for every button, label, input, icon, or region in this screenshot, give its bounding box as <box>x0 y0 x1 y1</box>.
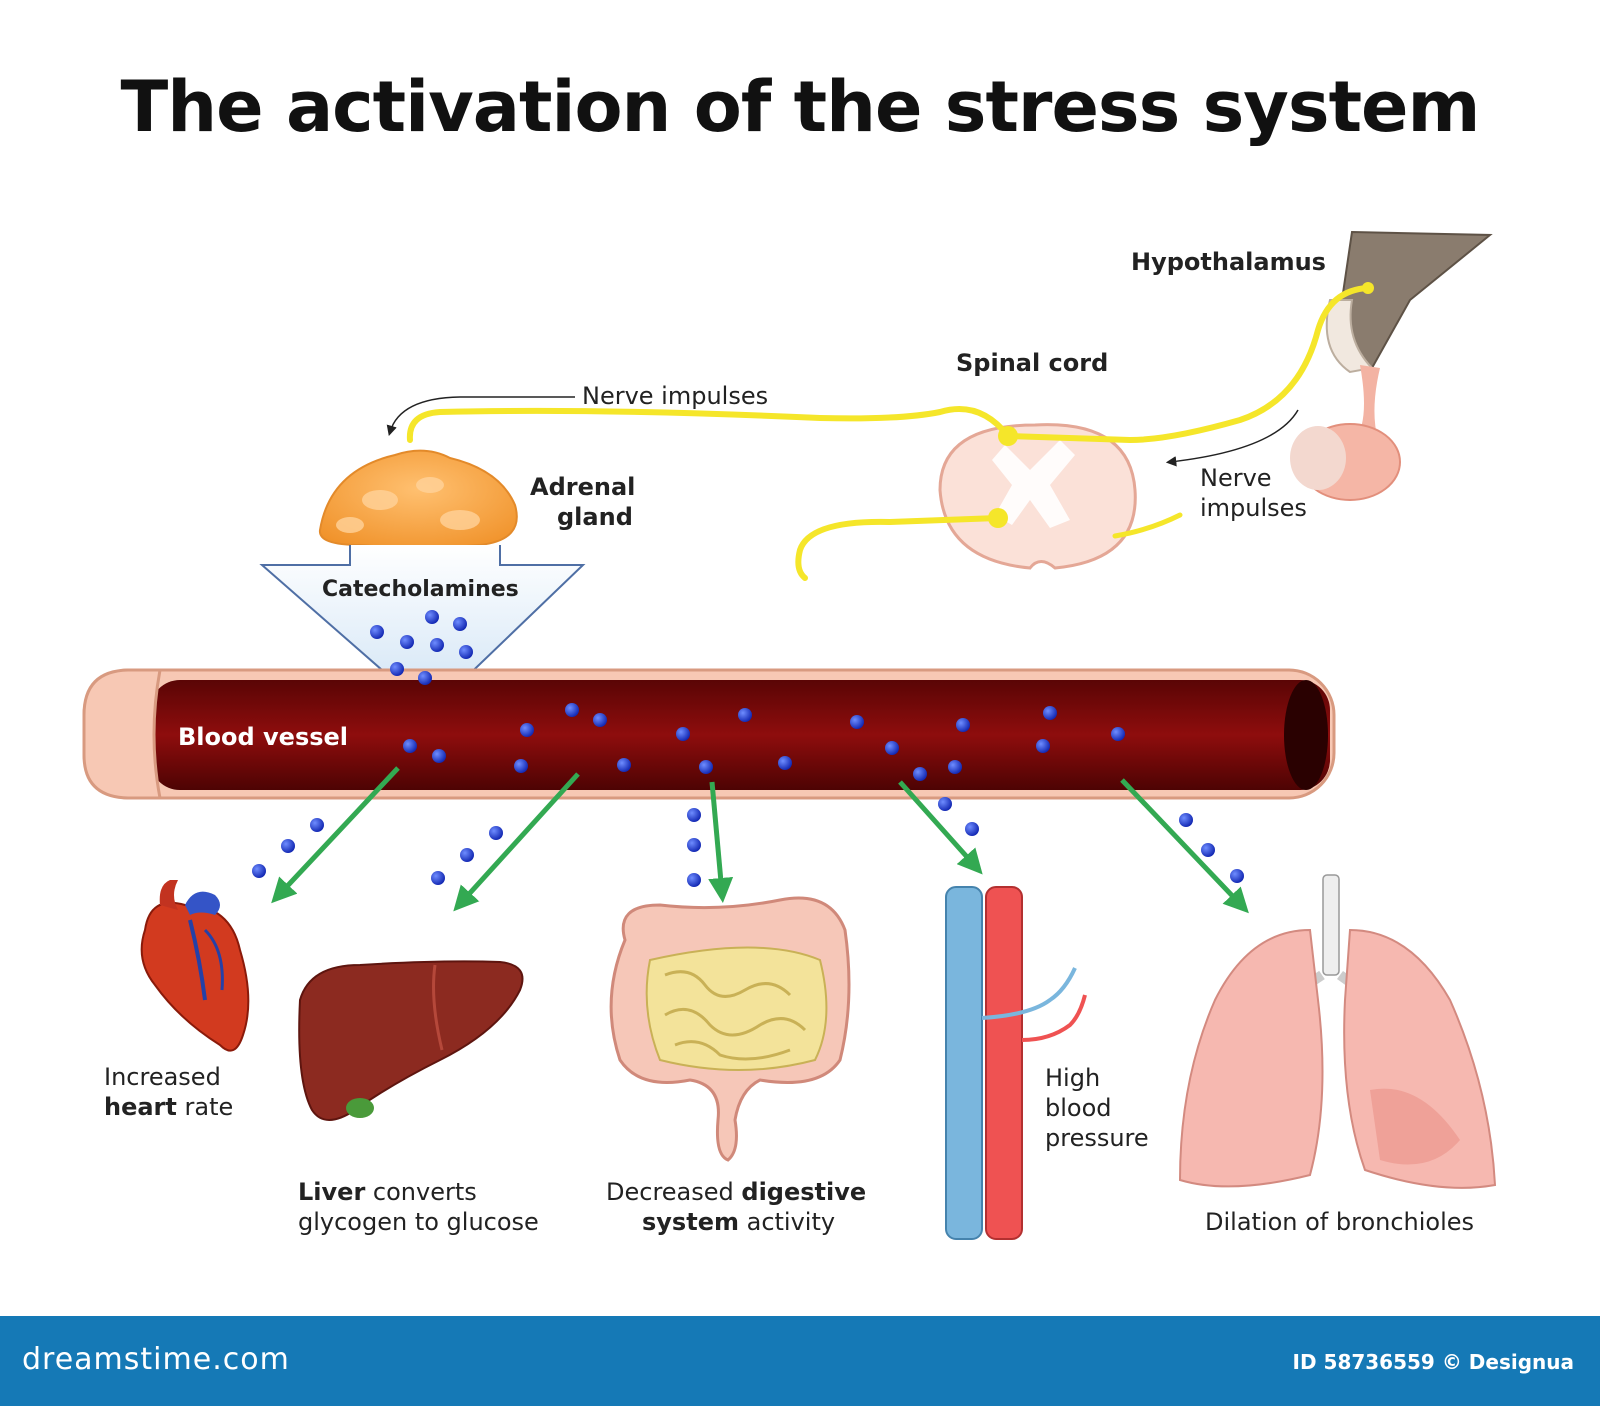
effect-arrows <box>271 766 1249 914</box>
intestine-illustration <box>609 896 851 1162</box>
blood-vessel-illustration <box>82 668 1336 800</box>
synapse-upper <box>998 426 1018 446</box>
spinal-cord-label: Spinal cord <box>956 349 1109 377</box>
nerve-impulse-arrow-top <box>386 396 575 437</box>
pressure-effect-line1: High <box>1045 1064 1101 1092</box>
heart-illustration <box>140 880 250 1052</box>
hypothalamus-label: Hypothalamus <box>1131 248 1326 276</box>
heart-effect-line2: heart rate <box>104 1093 234 1121</box>
liver-effect-line2: glycogen to glucose <box>298 1208 539 1236</box>
hypothalamus-illustration <box>1290 230 1493 501</box>
footer-image-id: ID 58736559 © Designua <box>1292 1350 1574 1374</box>
footer-site-name: dreamstime.com <box>22 1342 290 1377</box>
nerve-fibres <box>406 285 1371 581</box>
synapse-lower <box>988 508 1008 528</box>
nerve-impulse-arrow-right <box>1165 409 1299 467</box>
lungs-effect-label: Dilation of bronchioles <box>1205 1208 1475 1236</box>
catecholamines-label: Catecholamines <box>322 577 519 602</box>
blood-vessel-label: Blood vessel <box>178 723 349 751</box>
heart-effect-line1: Increased <box>104 1063 221 1091</box>
nerve-impulses-right-label-1: Nerve <box>1200 464 1272 492</box>
page-title: The activation of the stress system <box>120 66 1481 148</box>
artery-vein-illustration <box>945 886 1087 1240</box>
lungs-illustration <box>1178 874 1497 1189</box>
digestive-effect-line1: Decreased digestive <box>606 1178 867 1206</box>
pressure-effect-line3: pressure <box>1045 1124 1149 1152</box>
pressure-effect-line2: blood <box>1045 1094 1112 1122</box>
digestive-effect-line2: system activity <box>642 1208 836 1236</box>
adrenal-gland-illustration <box>318 449 518 549</box>
catecholamine-molecules <box>252 610 1244 887</box>
spinal-cord-illustration <box>938 423 1137 570</box>
liver-effect-line1: Liver converts <box>298 1178 477 1206</box>
adrenal-gland-label-1: Adrenal <box>530 473 636 501</box>
stress-system-diagram <box>82 230 1497 1240</box>
nerve-impulses-right-label-2: impulses <box>1200 494 1307 522</box>
adrenal-gland-label-2: gland <box>557 503 633 531</box>
nerve-impulses-top-label: Nerve impulses <box>582 382 769 410</box>
footer-bar: dreamstime.com ID 58736559 © Designua <box>0 1316 1600 1406</box>
liver-illustration <box>298 960 524 1121</box>
